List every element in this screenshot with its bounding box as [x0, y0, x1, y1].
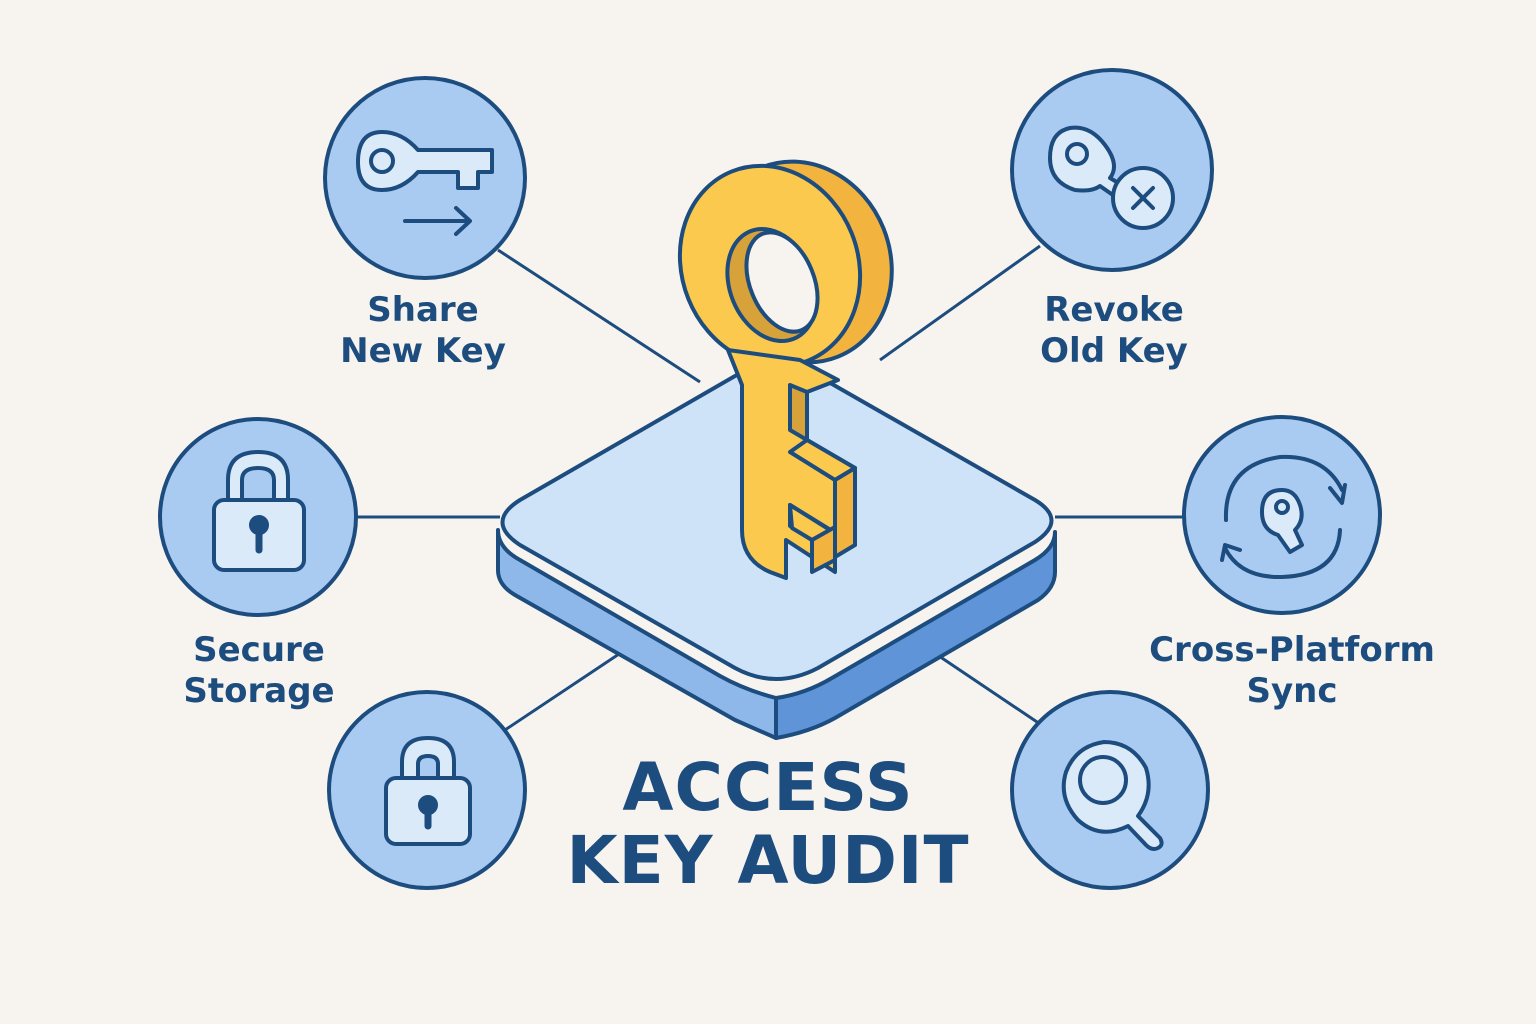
key-arrow-icon [356, 130, 494, 236]
label-line: Share [367, 290, 479, 330]
golden-key-icon [677, 159, 894, 580]
label-line: New Key [340, 330, 506, 371]
connectors [356, 244, 1186, 732]
magnifier-icon [1061, 740, 1164, 851]
label-cross-platform-sync: Cross-Platform Sync [1149, 630, 1435, 712]
title-line-2: KEY AUDIT [566, 821, 970, 899]
connector-lock [504, 648, 626, 732]
label-line: Revoke [1044, 290, 1184, 330]
connector-share [497, 248, 701, 384]
node-lock[interactable] [327, 690, 527, 890]
label-line: Old Key [1040, 330, 1188, 371]
title-line-1: ACCESS [622, 749, 914, 826]
padlock-icon [212, 450, 306, 572]
node-secure-storage[interactable] [158, 417, 358, 617]
label-secure-storage: Secure Storage [183, 630, 334, 712]
diagram-title: ACCESS KEY AUDIT [566, 749, 970, 899]
connector-revoke [879, 244, 1041, 362]
label-share-new-key: Share New Key [340, 290, 506, 372]
node-revoke-old-key[interactable] [1010, 68, 1214, 272]
label-line: Cross-Platform [1149, 630, 1435, 670]
node-share-new-key[interactable] [323, 76, 527, 280]
label-line: Storage [183, 670, 335, 711]
label-revoke-old-key: Revoke Old Key [1040, 290, 1188, 372]
connector-search [929, 648, 1044, 728]
node-search[interactable] [1010, 690, 1210, 890]
key-sync-icon [1220, 454, 1347, 580]
label-line: Sync [1246, 670, 1338, 711]
padlock-icon [384, 736, 472, 846]
key-cancel-icon [1048, 125, 1175, 230]
label-line: Secure [193, 630, 325, 670]
node-cross-platform-sync[interactable] [1182, 415, 1382, 615]
